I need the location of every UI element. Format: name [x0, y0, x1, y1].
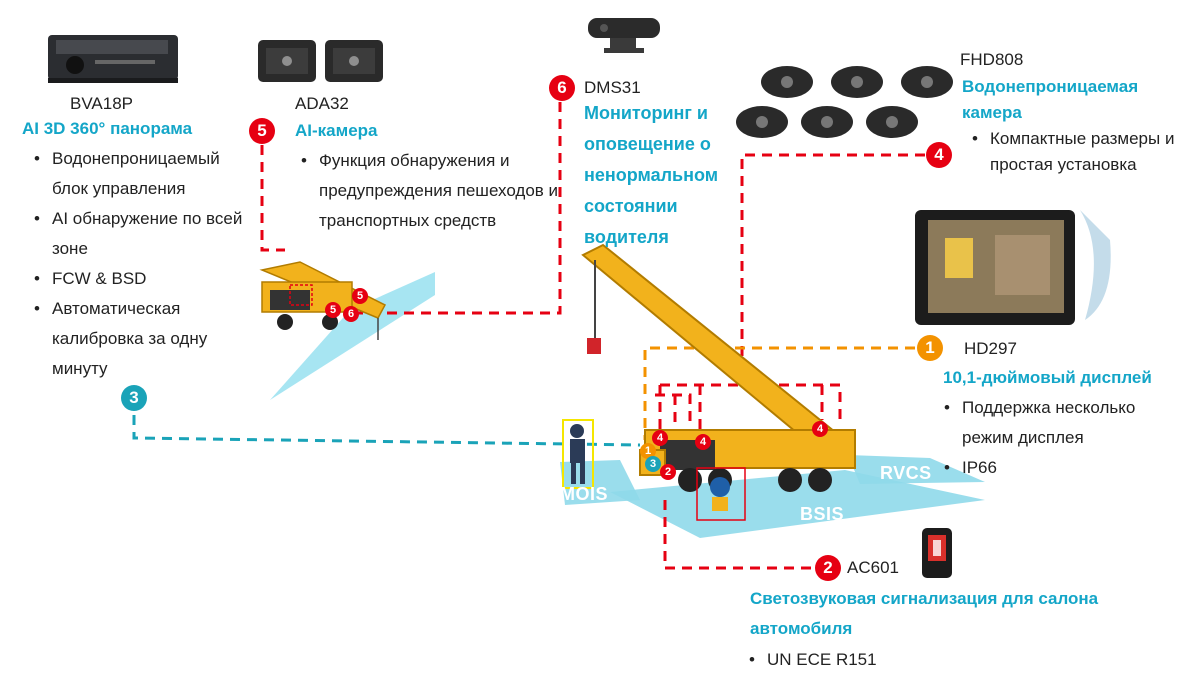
ada-features: Функция обнаружения и предупреждения пеш… [297, 146, 559, 236]
line-bva-cyan [132, 415, 641, 447]
marker-small-crane-6: 6 [343, 306, 359, 322]
zone-label-rvcs: RVCS [880, 463, 932, 483]
bva-badge: 3 [121, 385, 147, 411]
bva-feature-2: AI обнаружение по всей зоне [30, 204, 260, 264]
fhd-badge: 4 [926, 142, 952, 168]
ac-badge: 2 [815, 555, 841, 581]
line-crane-box [658, 383, 842, 440]
big-crane-illustration [581, 243, 856, 521]
zone-label-bsis: BSIS [800, 504, 845, 524]
line-ada-red [260, 145, 285, 252]
small-crane-illustration [259, 261, 387, 340]
line-hd-orange [643, 346, 915, 440]
pedestrian-illustration [562, 419, 594, 489]
marker-crane-4b: 4 [695, 434, 711, 450]
marker-small-crane-5b: 5 [325, 302, 341, 318]
bva-feature-1: Водонепроницаемый блок управления [30, 144, 260, 204]
bva-feature-4: Автоматическая калибровка за одну минуту [30, 294, 260, 384]
ac601-device-image [922, 528, 952, 578]
marker-crane-4a: 4 [652, 430, 668, 446]
bva-heading: AI 3D 360° панорама [22, 119, 193, 138]
ada-feature-1: Функция обнаружения и предупреждения пеш… [297, 146, 559, 236]
dms-model: DMS31 [584, 78, 641, 97]
bsis-zone [610, 470, 985, 538]
marker-crane-2: 2 [660, 464, 676, 480]
hd-feature-1: Поддержка несколько режим дисплея [940, 393, 1180, 453]
bva-features: Водонепроницаемый блок управления AI обн… [30, 144, 260, 384]
zone-label-mois: MOIS [560, 484, 609, 504]
marker-crane-3: 3 [645, 456, 661, 472]
fhd-feature-1: Компактные размеры и простая установка [968, 126, 1178, 178]
ada-model: ADA32 [295, 94, 349, 113]
fhd808-camera-images [736, 66, 953, 138]
bva18p-device-image [48, 35, 178, 83]
dms31-camera-image [588, 18, 660, 53]
hd-features: Поддержка несколько режим дисплея IP66 [940, 393, 1180, 483]
ac-feature-1: UN ECE R151 [745, 645, 945, 675]
line-ac-red [663, 500, 815, 570]
hd297-display-image [915, 210, 1111, 325]
marker-crane-1: 1 [640, 443, 656, 459]
ada32-camera-images [258, 40, 383, 82]
fhd-model: FHD808 [960, 50, 1024, 69]
fhd-heading: Водонепроницаемая камера [962, 77, 1139, 122]
ac-heading: Светозвуковая сигнализация для салона ав… [750, 589, 1099, 638]
ada-heading: AI-камера [295, 121, 378, 140]
marker-small-crane-5: 5 [352, 288, 368, 304]
marker-crane-4c: 4 [812, 421, 828, 437]
ada-badge: 5 [249, 118, 275, 144]
ac-model: AC601 [847, 558, 899, 577]
ada-fov-cone [270, 272, 435, 400]
dms-badge: 6 [549, 75, 575, 101]
hd-badge: 1 [917, 335, 943, 361]
hd-model: HD297 [964, 339, 1017, 358]
hd-heading: 10,1-дюймовый дисплей [943, 368, 1152, 387]
ac-features: UN ECE R151 [745, 645, 945, 675]
line-cab-box [655, 393, 692, 425]
hd-feature-2: IP66 [940, 453, 1180, 483]
line-fhd-red [740, 153, 925, 380]
fhd-features: Компактные размеры и простая установка [968, 126, 1178, 178]
bva-feature-3: FCW & BSD [30, 264, 260, 294]
bva-model: BVA18P [70, 94, 134, 113]
dms-heading: Мониторинг и оповещение о ненормальном с… [584, 103, 719, 247]
